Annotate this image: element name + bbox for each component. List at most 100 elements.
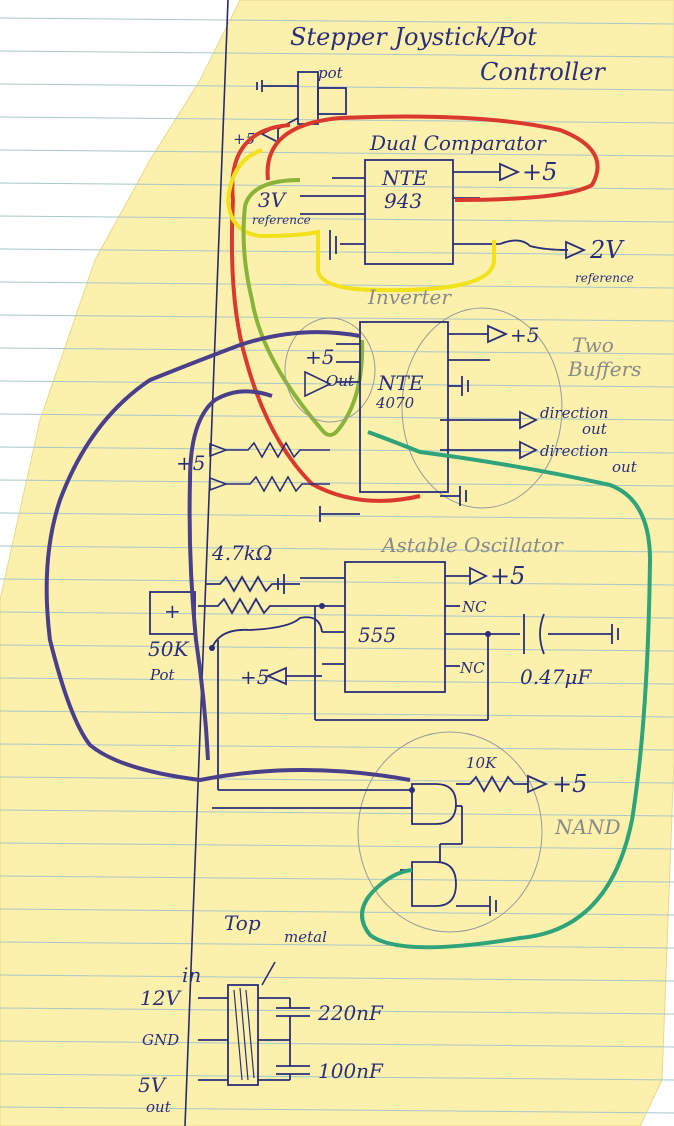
reg-12v: 12V bbox=[140, 986, 182, 1010]
ruled-line bbox=[0, 347, 674, 355]
ic-nte4070-line2: 4070 bbox=[375, 394, 415, 412]
buffers-group-outline bbox=[401, 307, 563, 509]
inverter-out: Out bbox=[326, 372, 355, 390]
ruled-line bbox=[0, 677, 674, 685]
osc-plus5: +5 bbox=[490, 562, 525, 590]
pot-50k-plus: + bbox=[164, 599, 181, 623]
ref2v-line2: reference bbox=[575, 271, 634, 285]
nand-vcc-arrow bbox=[527, 774, 549, 794]
reg-metal-arrow bbox=[261, 961, 276, 986]
ruled-line bbox=[0, 776, 674, 784]
direction-out-1-arrow bbox=[519, 410, 539, 430]
nand-gates bbox=[212, 640, 528, 916]
node-555-thr bbox=[319, 603, 325, 609]
ruled-line bbox=[0, 380, 674, 388]
ruled-line bbox=[0, 809, 674, 817]
ruled-line bbox=[0, 479, 674, 487]
ruled-line bbox=[0, 17, 674, 25]
direction-out-2a: direction bbox=[540, 442, 608, 460]
ic-nte4070-line1: NTE bbox=[377, 371, 424, 395]
node-pot-wiper bbox=[209, 645, 215, 651]
ruled-line bbox=[0, 446, 674, 454]
ruled-line bbox=[0, 512, 674, 520]
reg-top-label: Top bbox=[224, 911, 261, 935]
ic-nte4070 bbox=[319, 321, 520, 522]
ic-nte943-line1: NTE bbox=[381, 166, 428, 190]
cap-220nf: 220nF bbox=[317, 1001, 384, 1025]
margin-line bbox=[184, 0, 229, 1126]
ruled-line bbox=[0, 743, 674, 751]
wire-green bbox=[241, 178, 365, 437]
ruled-line bbox=[0, 248, 674, 256]
title-line-1: Stepper Joystick/Pot bbox=[290, 23, 537, 51]
wire-purple bbox=[44, 330, 411, 783]
ic-555 bbox=[198, 561, 619, 721]
ic-555-label: 555 bbox=[358, 623, 396, 647]
ruled-lines bbox=[0, 17, 674, 1114]
ruled-line bbox=[0, 611, 674, 619]
osc-vcc-arrow bbox=[469, 566, 489, 586]
ruled-line bbox=[0, 314, 674, 322]
ruled-line bbox=[0, 545, 674, 553]
astable-label: Astable Oscillator bbox=[380, 533, 564, 557]
reg-5v-line2: out bbox=[146, 1098, 172, 1116]
inverter-plus5: +5 bbox=[305, 345, 334, 369]
two-buffers-line2: Buffers bbox=[567, 357, 641, 381]
ruled-line bbox=[0, 710, 674, 718]
ruled-line bbox=[0, 1040, 674, 1048]
inverter-group-outline bbox=[284, 317, 376, 423]
osc-left-plus5: +5 bbox=[240, 665, 269, 689]
r47k-label: 4.7kΩ bbox=[211, 541, 273, 565]
nand-group-outline bbox=[357, 731, 543, 933]
direction-out-2b: out bbox=[612, 458, 638, 476]
ruled-line bbox=[0, 83, 674, 91]
ruled-line bbox=[0, 149, 674, 157]
ruled-line bbox=[0, 578, 674, 586]
direction-out-1b: out bbox=[582, 420, 608, 438]
inverter-input-resistors bbox=[209, 441, 330, 493]
wire-red-loop bbox=[229, 114, 600, 503]
ruled-line bbox=[0, 908, 674, 916]
ruled-line bbox=[0, 842, 674, 850]
reg-gnd: GND bbox=[142, 1031, 179, 1049]
direction-out-2-arrow bbox=[519, 440, 539, 460]
ruled-line bbox=[0, 50, 674, 58]
dual-comparator-label: Dual Comparator bbox=[369, 131, 547, 155]
ic-nte943-line2: 943 bbox=[384, 189, 422, 213]
ic-nte943 bbox=[300, 159, 569, 265]
ruled-line bbox=[0, 941, 674, 949]
r10k-label: 10K bbox=[466, 754, 497, 772]
pot-50k-line2: Pot bbox=[149, 666, 176, 684]
direction-out-1a: direction bbox=[540, 404, 608, 422]
comparator-plus5: +5 bbox=[522, 158, 557, 186]
ruled-line bbox=[0, 1106, 674, 1114]
reg-5v-line1: 5V bbox=[138, 1073, 168, 1097]
ref2v-line1: 2V bbox=[589, 236, 625, 264]
ref3v-line2: reference bbox=[252, 213, 311, 227]
wire-teal bbox=[360, 430, 653, 950]
inverter-label: Inverter bbox=[367, 285, 452, 309]
ruled-line bbox=[0, 182, 674, 190]
nand-label: NAND bbox=[554, 815, 620, 839]
ruled-line bbox=[0, 1073, 674, 1081]
voltage-regulator bbox=[198, 984, 310, 1086]
cap-100nf: 100nF bbox=[318, 1059, 384, 1083]
ruled-line bbox=[0, 875, 674, 883]
ruled-line bbox=[0, 974, 674, 982]
buffers-plus5: +5 bbox=[510, 323, 539, 347]
ruled-line bbox=[0, 215, 674, 223]
wire-yellow bbox=[225, 148, 496, 293]
ref2v-arrow bbox=[565, 240, 587, 260]
inverter-symbol bbox=[304, 370, 332, 398]
ruled-line bbox=[0, 644, 674, 652]
title-line-2: Controller bbox=[480, 58, 606, 86]
ref3v-line1: 3V bbox=[258, 188, 288, 212]
cap047-label: 0.47μF bbox=[520, 665, 593, 689]
node-nand-in bbox=[409, 787, 415, 793]
two-buffers-line1: Two bbox=[572, 333, 614, 357]
reg-metal-label: metal bbox=[284, 928, 327, 946]
ruled-line bbox=[0, 1007, 674, 1015]
pot-top-plus5: +5 bbox=[233, 130, 255, 148]
